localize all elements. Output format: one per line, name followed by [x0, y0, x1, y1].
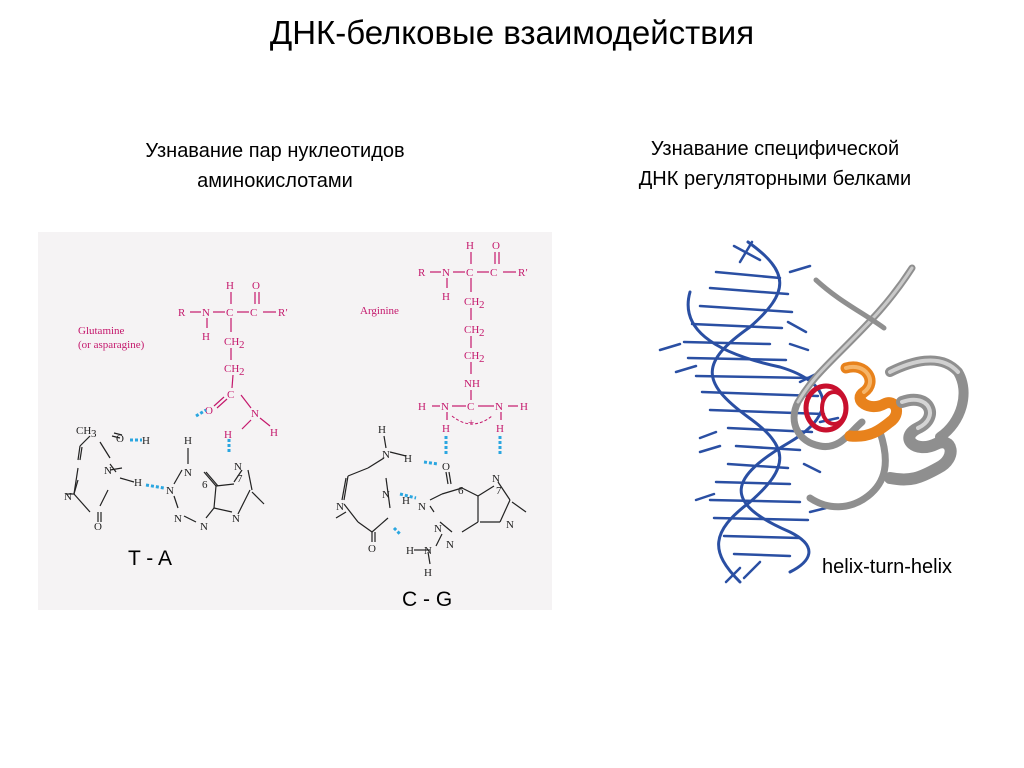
svg-text:H: H — [418, 401, 426, 413]
pair-label-cg: C - G — [402, 588, 453, 611]
svg-text:N: N — [424, 545, 432, 557]
svg-text:C: C — [467, 401, 474, 413]
dna-protein-complex — [658, 240, 969, 584]
svg-text:N: N — [200, 521, 208, 533]
svg-text:N: N — [251, 408, 259, 420]
svg-text:H: H — [202, 331, 210, 343]
svg-text:6: 6 — [458, 485, 464, 497]
svg-text:H: H — [134, 477, 142, 489]
svg-text:O: O — [94, 521, 102, 533]
gray-helix — [884, 393, 957, 486]
svg-text:N: N — [166, 485, 174, 497]
svg-text:N: N — [418, 501, 426, 513]
svg-text:N: N — [64, 491, 72, 503]
svg-text:CH: CH — [464, 296, 479, 308]
svg-text:N: N — [174, 513, 182, 525]
svg-text:2: 2 — [479, 299, 485, 311]
svg-text:O: O — [205, 405, 213, 417]
svg-text:R: R — [178, 307, 186, 319]
svg-text:H: H — [378, 424, 386, 436]
svg-text:H: H — [184, 435, 192, 447]
svg-text:N: N — [336, 501, 344, 513]
svg-text:C: C — [490, 267, 497, 279]
svg-text:N: N — [184, 467, 192, 479]
svg-text:H: H — [270, 427, 278, 439]
protein-coil — [790, 264, 969, 511]
recognition-helix — [803, 383, 849, 433]
svg-text:C: C — [226, 307, 233, 319]
svg-text:O: O — [442, 461, 450, 473]
svg-text:CH: CH — [224, 363, 239, 375]
pair-label-ta: T - A — [128, 547, 172, 570]
svg-text:H: H — [424, 567, 432, 579]
svg-text:N: N — [232, 513, 240, 525]
dna-double-helix — [658, 240, 840, 584]
svg-text:CH: CH — [76, 425, 91, 437]
left-heading-line-1: Узнавание пар нуклеотидов — [145, 140, 405, 162]
left-heading: Узнавание пар нуклеотидов аминокислотами — [60, 136, 490, 196]
svg-text:3: 3 — [91, 428, 97, 440]
arginine-label: Arginine — [360, 305, 399, 317]
svg-text:H: H — [496, 423, 504, 435]
svg-text:2: 2 — [239, 366, 245, 378]
svg-text:2: 2 — [239, 339, 245, 351]
svg-text:N: N — [382, 489, 390, 501]
svg-text:H: H — [442, 423, 450, 435]
svg-text:N: N — [492, 473, 500, 485]
svg-text:H: H — [442, 291, 450, 303]
right-heading-line-1: Узнавание специфической — [650, 138, 900, 160]
svg-text:N: N — [442, 267, 450, 279]
left-heading-line-2: аминокислотами — [197, 170, 353, 192]
helix-turn-helix-figure — [640, 232, 1020, 592]
svg-text:H: H — [142, 435, 150, 447]
svg-text:H: H — [224, 429, 232, 441]
svg-text:N: N — [202, 307, 210, 319]
svg-text:7: 7 — [237, 473, 243, 485]
svg-text:N: N — [382, 449, 390, 461]
svg-text:R: R — [418, 267, 426, 279]
slide-title: ДНК-белковые взаимодействия — [269, 14, 755, 51]
svg-text:H: H — [404, 453, 412, 465]
svg-text:N: N — [234, 461, 242, 473]
right-heading-line-2: ДНК регуляторными белками — [638, 168, 912, 190]
svg-text:C: C — [227, 389, 234, 401]
svg-text:N: N — [506, 519, 514, 531]
svg-text:O: O — [116, 433, 124, 445]
svg-text:6: 6 — [202, 479, 208, 491]
svg-text:O: O — [492, 240, 500, 252]
svg-text:7: 7 — [496, 485, 502, 497]
svg-text:+: + — [468, 417, 474, 429]
svg-text:N: N — [495, 401, 503, 413]
svg-text:N: N — [104, 465, 112, 477]
svg-text:H: H — [226, 280, 234, 292]
svg-text:N: N — [446, 539, 454, 551]
glutamine-label-line-2: (or asparagine) — [78, 339, 145, 351]
svg-text:CH: CH — [224, 336, 239, 348]
orange-helix — [840, 361, 902, 442]
svg-text:H: H — [520, 401, 528, 413]
svg-text:O: O — [252, 280, 260, 292]
svg-text:N: N — [434, 523, 442, 535]
motif-label: helix-turn-helix — [822, 556, 953, 578]
svg-text:H: H — [406, 545, 414, 557]
glutamine-label-line-1: Glutamine — [78, 325, 125, 337]
svg-text:2: 2 — [479, 353, 485, 365]
svg-text:CH: CH — [464, 324, 479, 336]
svg-text:R′: R′ — [278, 307, 288, 319]
svg-text:N: N — [441, 401, 449, 413]
svg-text:NH: NH — [464, 378, 480, 390]
svg-text:H: H — [466, 240, 474, 252]
svg-text:2: 2 — [479, 327, 485, 339]
svg-text:C: C — [250, 307, 257, 319]
svg-text:CH: CH — [464, 350, 479, 362]
svg-text:H: H — [402, 495, 410, 507]
svg-text:O: O — [368, 543, 376, 555]
svg-text:C: C — [466, 267, 473, 279]
right-heading: Узнавание специфической ДНК регуляторным… — [560, 134, 990, 194]
svg-text:R′: R′ — [518, 267, 528, 279]
